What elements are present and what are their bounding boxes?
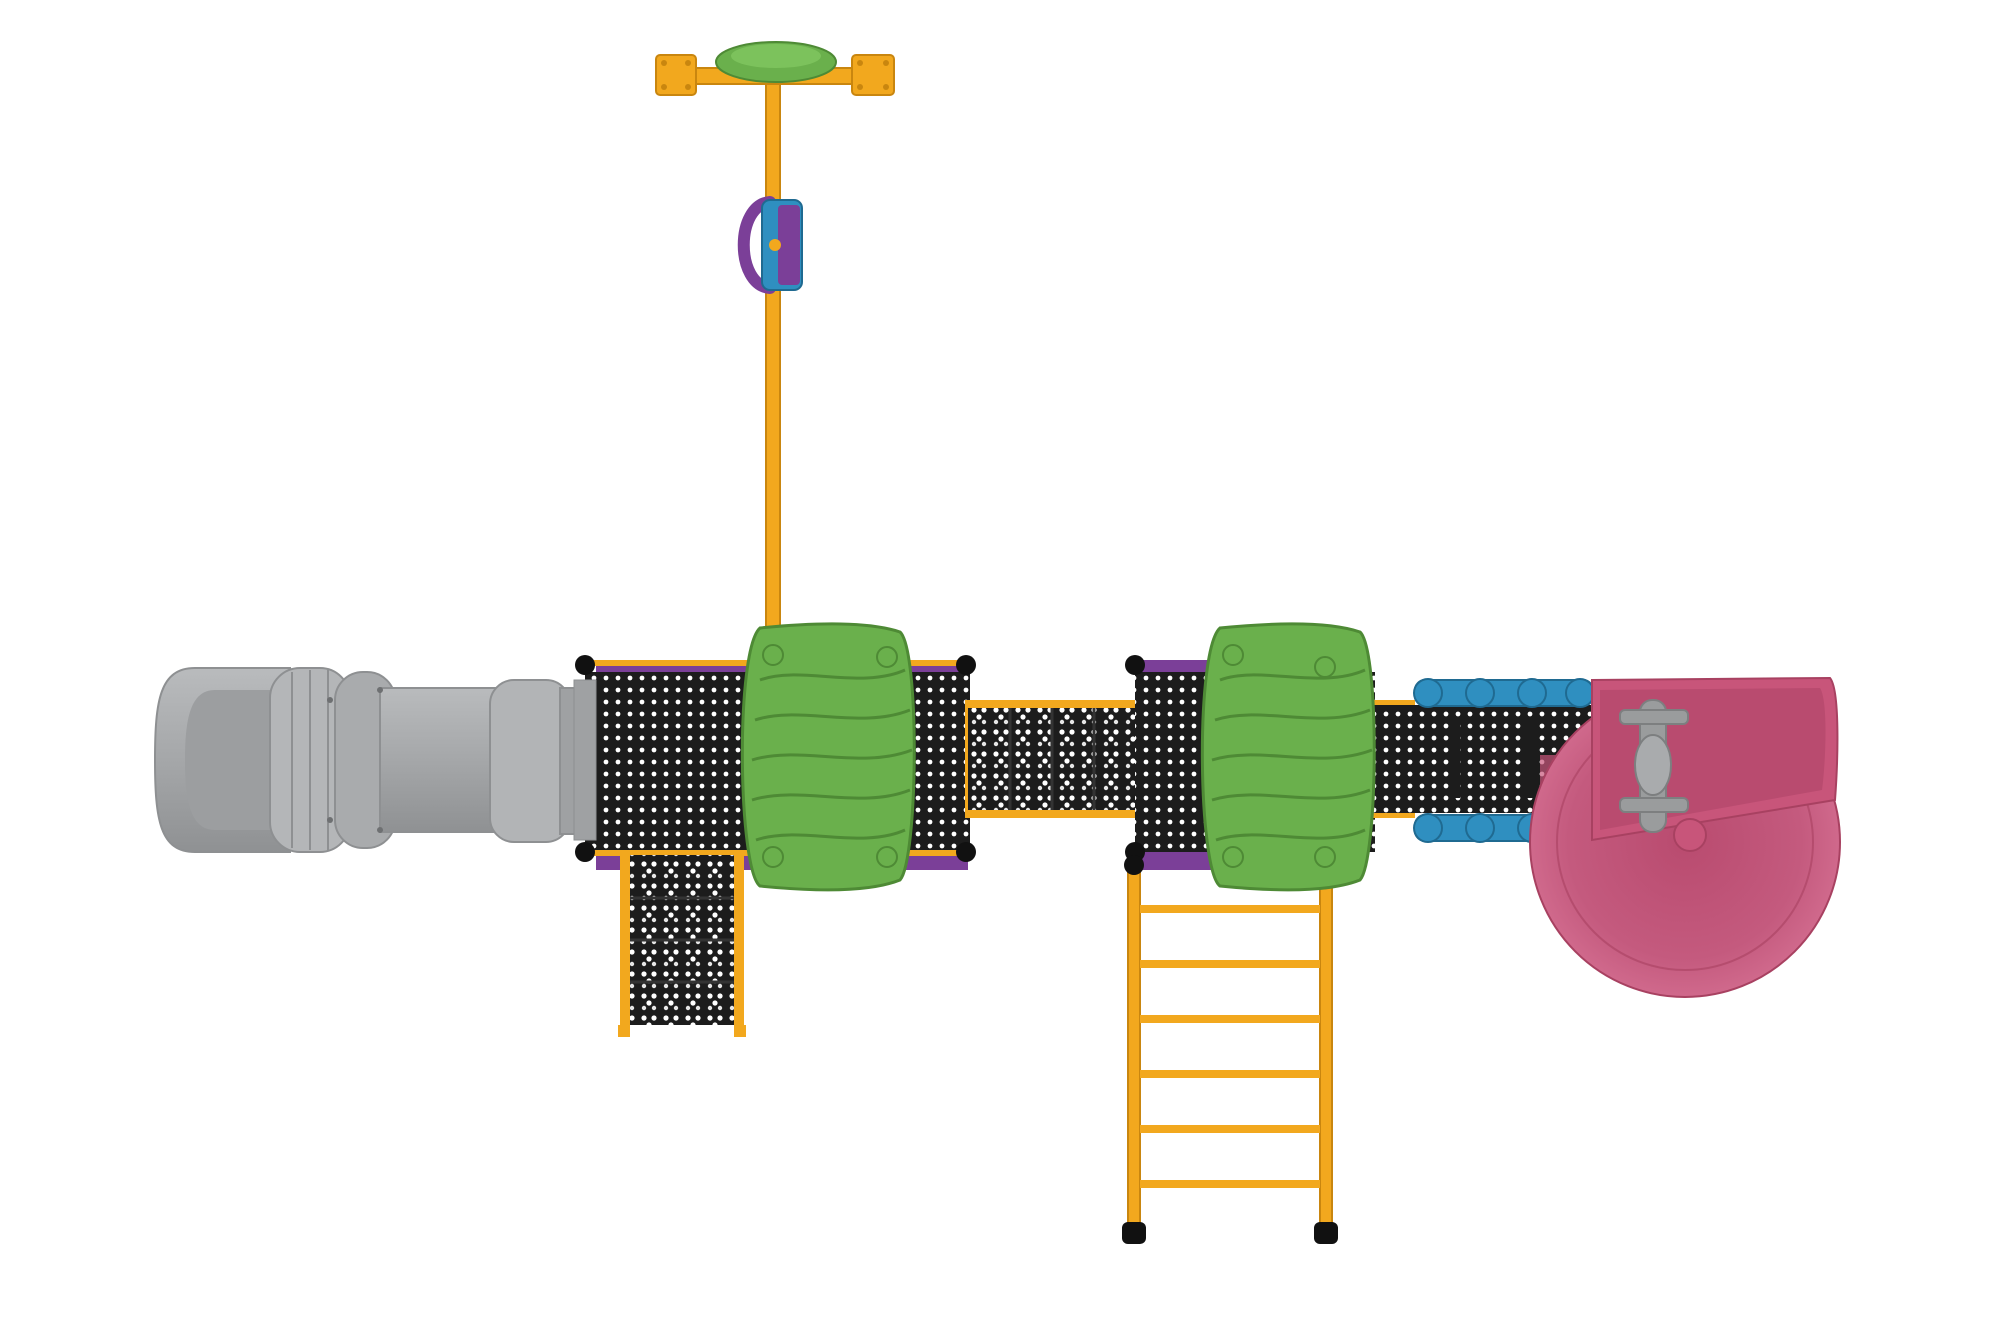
overhead-bar [655,41,895,644]
steering-panel [737,196,803,294]
post-cap [1124,855,1144,875]
post-cap [575,842,595,862]
bridge-deck [968,708,1140,810]
overhead-bar-pole [765,77,781,644]
tube-slide-entry [489,679,571,843]
slide-clamp [1619,699,1689,833]
stairs-rail-right [734,855,744,1035]
ladder-rung [1140,960,1320,968]
ladder-rung [1140,1070,1320,1078]
ladder-rung [1140,1180,1320,1188]
ladder-foot-left [1122,1222,1146,1244]
tube-slide [153,667,591,853]
ladder [1122,855,1338,1244]
ladder-rail-right [1319,864,1333,1231]
ladder-foot-right [1314,1222,1338,1244]
ladder-rung [1140,1015,1320,1023]
tube-slide-section-3 [379,687,511,833]
overhead-bar-bracket-right [851,54,895,96]
stairs-rail-left [620,855,630,1035]
bridge [965,700,1143,818]
stairs [618,855,746,1037]
ladder-rung [1140,1125,1320,1133]
ladder-rung [1140,905,1320,913]
roof-canopy-left [740,622,916,892]
post-cap [956,655,976,675]
steering-wheel-icon [737,196,776,294]
post-cap [956,842,976,862]
post-cap [575,655,595,675]
ladder-rail-left [1127,864,1141,1231]
post-cap [1125,655,1145,675]
roof-canopy-right [1200,622,1376,892]
